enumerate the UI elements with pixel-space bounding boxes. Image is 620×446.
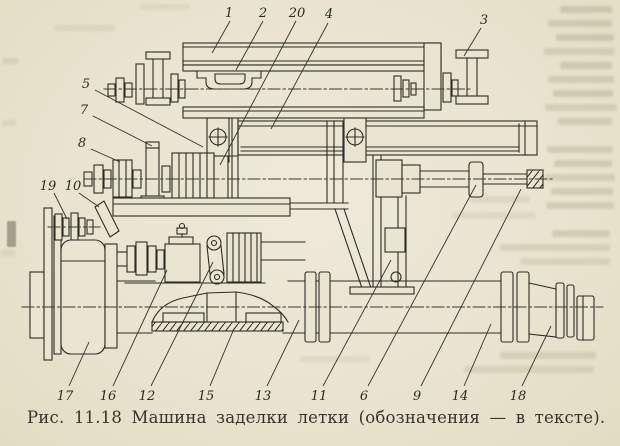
callout-label-12: 12 [139,389,156,404]
callout-leader-17 [68,341,90,387]
callout-leader-13 [266,319,300,387]
callout-label-19: 19 [40,179,57,194]
callout-leader-16 [112,269,168,387]
clay-mound [151,291,289,332]
carriage-plate-right [343,117,367,163]
callout-leader-12 [150,261,214,387]
callout-label-16: 16 [100,389,117,404]
callout-label-20: 20 [288,6,306,21]
callout-leader-5 [94,89,204,148]
callout-leader-15 [209,330,234,387]
callout-label-14: 14 [452,389,469,404]
callout-leader-1 [211,20,231,54]
callout-leader-9 [420,188,522,387]
figure-caption: Рис. 11.18 Машина заделки летки (обознач… [27,408,606,427]
callout-label-9: 9 [413,389,421,404]
callout-label-7: 7 [80,103,89,118]
callout-label-2: 2 [258,6,267,21]
callout-label-18: 18 [510,389,527,404]
centerlines [21,88,604,308]
support-bracket [349,154,415,295]
piston-rod [375,159,544,198]
callout-leader-7 [92,115,153,147]
callout-leader-18 [521,325,552,387]
gear-motor [124,222,306,285]
callout-label-10: 10 [65,179,82,194]
callout-leader-10 [78,192,100,208]
callout-label-8: 8 [78,136,86,151]
trolley [196,70,262,90]
callout-label-6: 6 [360,389,368,404]
callout-leader-20 [219,20,297,166]
callout-leader-14 [463,323,492,387]
callout-label-5: 5 [82,77,90,92]
callout-leader-8 [90,148,121,163]
base-plate [112,197,291,217]
callout-leader-4 [270,22,329,130]
drum [29,200,128,361]
callout-leader-3 [463,27,482,57]
callout-label-17: 17 [57,389,74,404]
right-hanger-ibeam [393,49,489,105]
left-hanger-ibeam [107,51,186,106]
callout-label-13: 13 [255,389,272,404]
callout-label-3: 3 [480,13,488,28]
callout-label-11: 11 [311,389,328,404]
ink-blot [7,221,16,247]
gear-train [83,141,229,205]
callout-label-1: 1 [225,6,233,21]
clay-gun-barrel [237,120,538,156]
callout-label-15: 15 [198,389,215,404]
callout-label-4: 4 [324,7,333,22]
callout-leader-19 [53,192,68,220]
callout-leader-6 [367,184,477,387]
callout-leader-2 [235,20,264,71]
callout-leader-11 [322,259,392,387]
